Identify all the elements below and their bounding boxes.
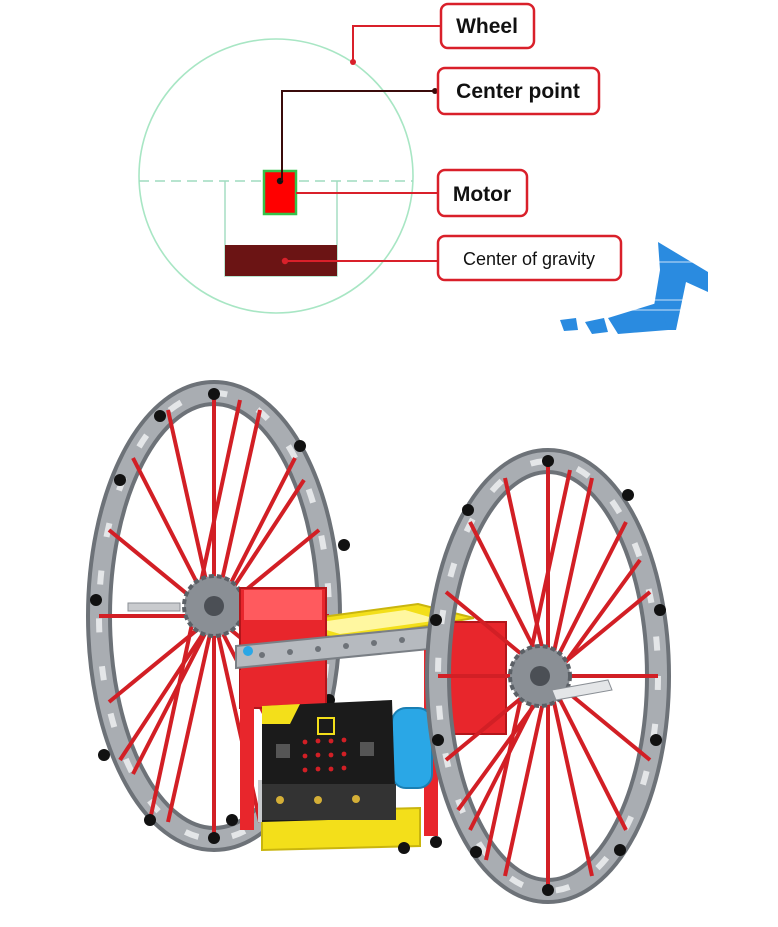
gravity-label: Center of gravity [463, 249, 595, 269]
center-point-label: Center point [456, 80, 580, 103]
wheel-label: Wheel [456, 15, 518, 38]
wheel-label-box [439, 2, 536, 50]
wheel-leader-line [352, 25, 441, 62]
motor-label-box [436, 168, 529, 218]
center-point-leader-line [281, 90, 438, 181]
gravity-label-box [436, 234, 623, 282]
robot-illustration [86, 380, 671, 904]
motor-block [262, 169, 298, 216]
wheel-outline [138, 38, 414, 314]
gravity-leader-dot [281, 257, 289, 265]
center-point-label-box [436, 66, 601, 116]
wheel-diagram: Wheel Center point Motor Center of gravi… [138, 2, 623, 314]
center-point-leader-dot [432, 88, 438, 94]
right-wheel [425, 448, 671, 904]
wheel-leader-dot [350, 59, 356, 65]
motor-label: Motor [453, 183, 511, 206]
logo-mark [556, 242, 716, 338]
